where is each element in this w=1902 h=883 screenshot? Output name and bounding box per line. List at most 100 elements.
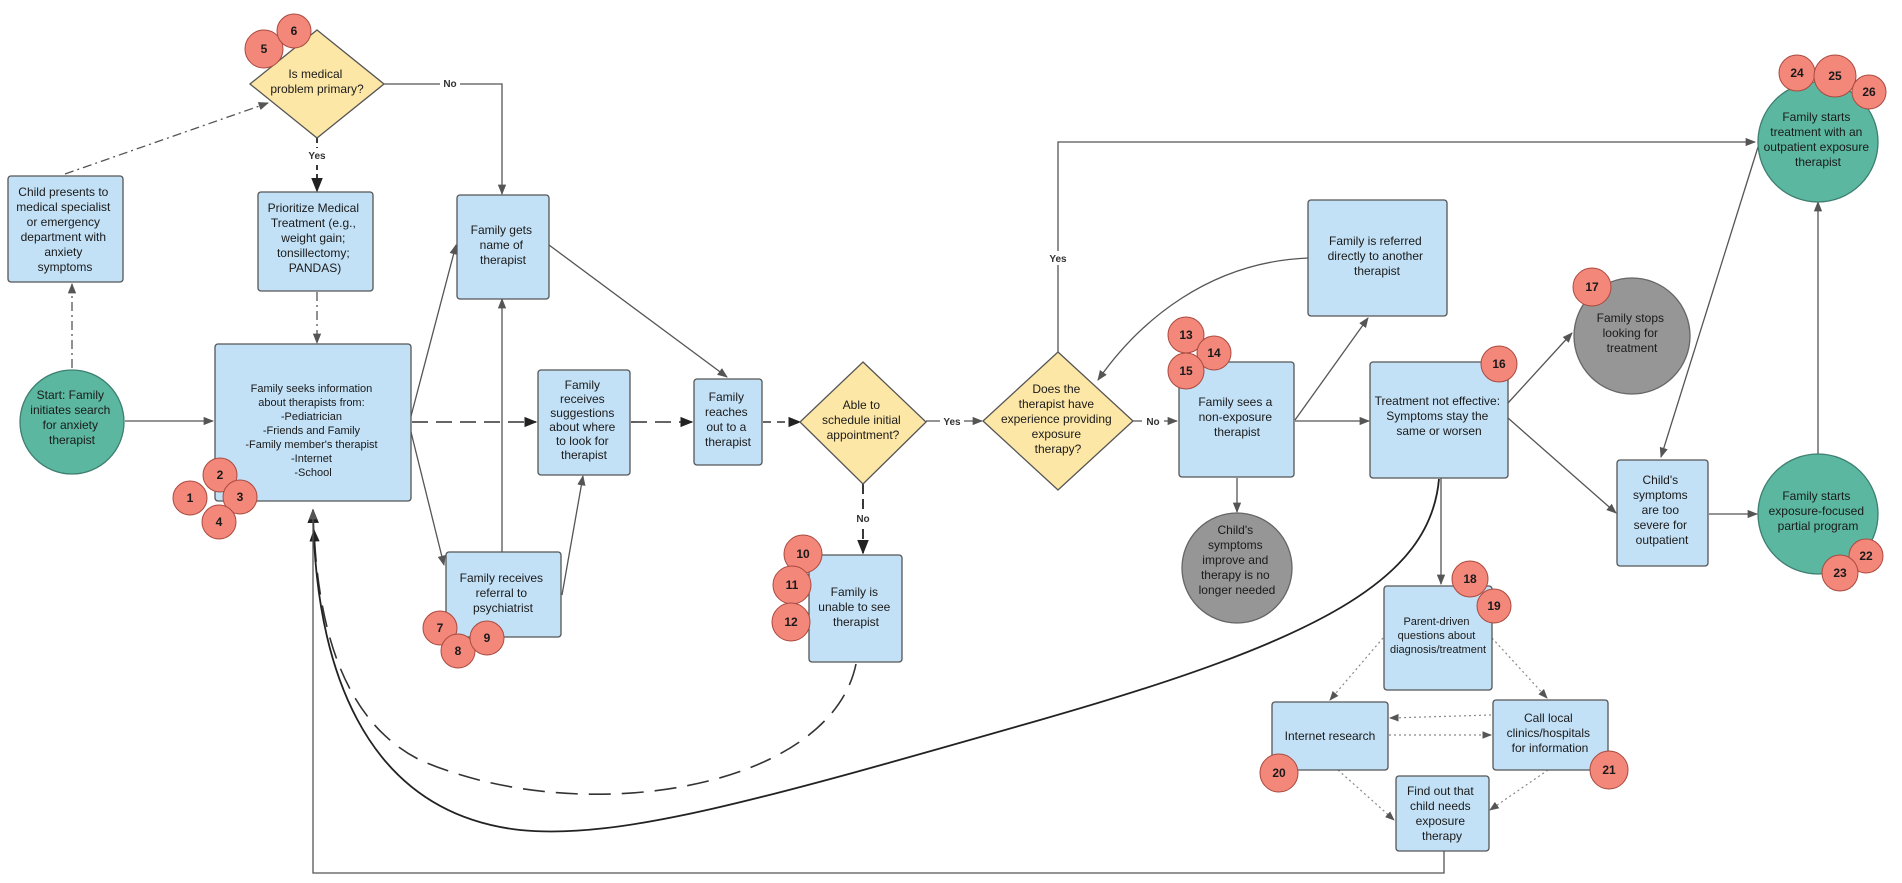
node-unable-see-line: Family is [831, 585, 878, 599]
svg-text:Child presents to medi: Child presents to medical specialist or … [16, 185, 113, 274]
node-prioritize-line: PANDAS) [289, 261, 341, 275]
badge-4: 4 [201, 504, 237, 540]
svg-text:Start: Family initiate: Start: Family initiates search for anxie… [30, 388, 113, 447]
node-call-local-line: Call local [1524, 711, 1573, 725]
svg-text:10: 10 [796, 547, 810, 561]
node-referred-directly-line: therapist [1354, 264, 1401, 278]
svg-text:Child's symptoms: Child's symptoms are too severe for outp… [1633, 473, 1691, 547]
svg-text:Find out that child ne: Find out that child needs exposure thera… [1407, 784, 1477, 843]
node-child-presents: Child presents to medical specialist or … [7, 175, 124, 283]
svg-text:Family starts exposure: Family starts exposure-focused partial p… [1769, 489, 1868, 533]
node-call-local-line: for information [1512, 741, 1589, 755]
node-not-effective-line: Symptoms stay the [1386, 409, 1488, 423]
node-seeks-info-line: Family seeks information [251, 383, 373, 395]
svg-text:5: 5 [261, 42, 268, 56]
node-prioritize-line: Treatment (e.g., [271, 216, 356, 230]
badge-15: 15 [1167, 352, 1205, 390]
node-receives-referral-line: Family receives [460, 571, 543, 585]
svg-text:14: 14 [1207, 346, 1221, 360]
node-experience-line: experience providing [1001, 412, 1112, 426]
node-too-severe-line: Child's [1643, 473, 1679, 487]
node-call-local-line: clinics/hospitals [1507, 726, 1590, 740]
node-too-severe-line: outpatient [1636, 533, 1689, 547]
node-improve-line: Child's [1218, 523, 1254, 537]
svg-text:23: 23 [1833, 566, 1847, 580]
edge-noteffective-to-seeks [307, 478, 1440, 833]
node-experience-line: Does the [1032, 382, 1080, 396]
node-seeks-info-line: -School [294, 467, 331, 479]
svg-text:Family stops looking f: Family stops looking for treatment [1597, 311, 1668, 355]
badge-9: 9 [469, 620, 505, 656]
badge-17: 17 [1572, 267, 1612, 307]
node-reaches-out-line: Family [709, 390, 744, 404]
node-partial-program-line: exposure-focused [1769, 504, 1864, 518]
edge-medical-no [384, 83, 507, 196]
badge-12: 12 [771, 602, 811, 642]
node-outpatient-exposure: Family starts treatment with an outpatie… [1757, 81, 1879, 203]
node-start-line: therapist [49, 433, 96, 447]
node-too-severe-line: severe for [1634, 518, 1687, 532]
node-not-effective-line: same or worsen [1396, 424, 1481, 438]
node-outpatient-exposure-line: outpatient exposure [1764, 140, 1870, 154]
badge-20: 20 [1259, 753, 1299, 793]
node-gets-name-line: name of [480, 238, 524, 252]
edge-parent-to-call [1491, 637, 1548, 699]
edge-findout-to-seeks [308, 508, 1445, 874]
node-not-effective: Treatment not effective: Symptoms stay t… [1369, 361, 1509, 479]
node-child-presents-line: symptoms [38, 260, 93, 274]
node-internet-research-line: Internet research [1285, 729, 1376, 743]
svg-text:11: 11 [786, 578, 799, 592]
edge-child-to-medical [64, 102, 269, 175]
svg-text:7: 7 [437, 621, 444, 635]
svg-text:Family is unable to se: Family is unable to see therapist [818, 585, 893, 629]
badge-10: 10 [783, 534, 823, 574]
svg-text:Family sees a non-expo: Family sees a non-exposure therapist [1198, 395, 1275, 439]
node-non-exposure-line: therapist [1214, 425, 1261, 439]
edge-referral-to-suggestions [561, 474, 586, 596]
edge-seeks-to-name [409, 243, 458, 421]
node-unable-see: Family is unable to see therapist [808, 554, 903, 663]
edge-call-to-internet [1389, 713, 1492, 722]
label-no-schedule: No [856, 514, 869, 525]
label-yes-schedule: Yes [943, 417, 961, 428]
badge-23: 23 [1821, 554, 1859, 592]
svg-text:24: 24 [1790, 66, 1804, 80]
node-is-medical-line: Is medical [288, 67, 342, 81]
node-able-schedule-line: schedule initial [822, 413, 901, 427]
edge-noteffective-to-stops [1507, 332, 1573, 404]
node-start: Start: Family initiates search for anxie… [19, 369, 125, 475]
badge-6: 6 [276, 13, 312, 49]
node-not-effective-line: Treatment not effective: [1375, 394, 1500, 408]
node-unable-see-line: unable to see [818, 600, 890, 614]
node-receives-referral-line: psychiatrist [473, 601, 534, 615]
node-find-out-line: therapy [1422, 829, 1462, 843]
node-improve-line: longer needed [1199, 583, 1276, 597]
badge-16: 16 [1480, 345, 1518, 383]
node-non-exposure-line: non-exposure [1199, 410, 1273, 424]
node-seeks-info-line: -Family member's therapist [245, 439, 377, 451]
svg-text:Family receives: Family receives suggestions about where … [549, 378, 618, 462]
edge-seeks-to-referral [409, 427, 446, 567]
svg-text:Family seeks information: Family seeks information about therapist… [245, 383, 380, 479]
node-prioritize-line: tonsillectomy; [277, 246, 350, 260]
badge-11: 11 [772, 565, 812, 605]
label-no-medical: No [443, 79, 456, 90]
node-too-severe: Child's symptoms are too severe for outp… [1616, 459, 1709, 567]
node-improve-line: improve and [1202, 553, 1268, 567]
node-find-out-line: child needs [1410, 799, 1471, 813]
node-partial-program-line: partial program [1778, 519, 1859, 533]
svg-text:17: 17 [1585, 280, 1599, 294]
node-able-schedule: Able to schedule initial appointment? [799, 361, 927, 485]
svg-text:Family gets name of: Family gets name of therapist [471, 223, 536, 267]
svg-text:18: 18 [1463, 572, 1477, 586]
node-seeks-info-line: -Pediatrician [281, 411, 342, 423]
edge-noteffective-to-severe [1507, 417, 1617, 514]
node-reaches-out: Family reaches out to a therapist [693, 378, 763, 466]
node-prioritize: Prioritize Medical Treatment (e.g., weig… [257, 191, 374, 292]
node-unable-see-line: therapist [833, 615, 880, 629]
badge-14: 14 [1196, 335, 1232, 371]
node-receives-suggestions: Family receives suggestions about where … [537, 369, 631, 476]
svg-text:22: 22 [1859, 549, 1873, 563]
node-parent-questions: Parent-driven questions about diagnosis/… [1383, 585, 1493, 691]
node-seeks-info: Family seeks information about therapist… [214, 343, 412, 502]
